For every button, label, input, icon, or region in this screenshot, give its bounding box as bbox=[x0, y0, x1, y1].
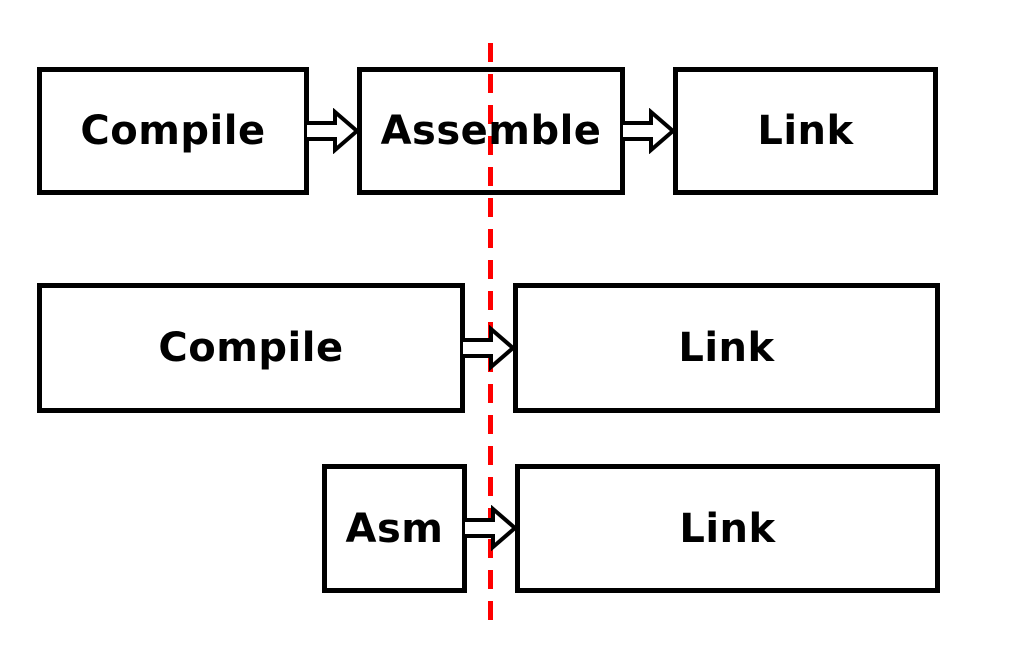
stage-label: Asm bbox=[345, 505, 444, 552]
stage-label: Link bbox=[678, 325, 775, 371]
flow-arrow-icon bbox=[623, 108, 675, 154]
stage-box-compile-row1: Compile bbox=[37, 67, 309, 195]
flow-arrow-icon bbox=[307, 108, 359, 154]
stage-label: Link bbox=[757, 108, 854, 154]
stage-label: Assemble bbox=[380, 108, 602, 154]
stage-box-compile-row2: Compile bbox=[37, 283, 465, 413]
stage-box-link-row2: Link bbox=[513, 283, 940, 413]
stage-box-assemble-row1: Assemble bbox=[357, 67, 625, 195]
stage-box-asm-row3: Asm bbox=[322, 464, 467, 593]
stage-label: Compile bbox=[158, 325, 344, 371]
flow-arrow-icon bbox=[465, 505, 517, 551]
stage-box-link-row3: Link bbox=[515, 464, 940, 593]
flow-arrow-icon bbox=[463, 325, 515, 371]
stage-label: Link bbox=[679, 505, 776, 552]
stage-label: Compile bbox=[80, 108, 266, 154]
stage-box-link-row1: Link bbox=[673, 67, 938, 195]
